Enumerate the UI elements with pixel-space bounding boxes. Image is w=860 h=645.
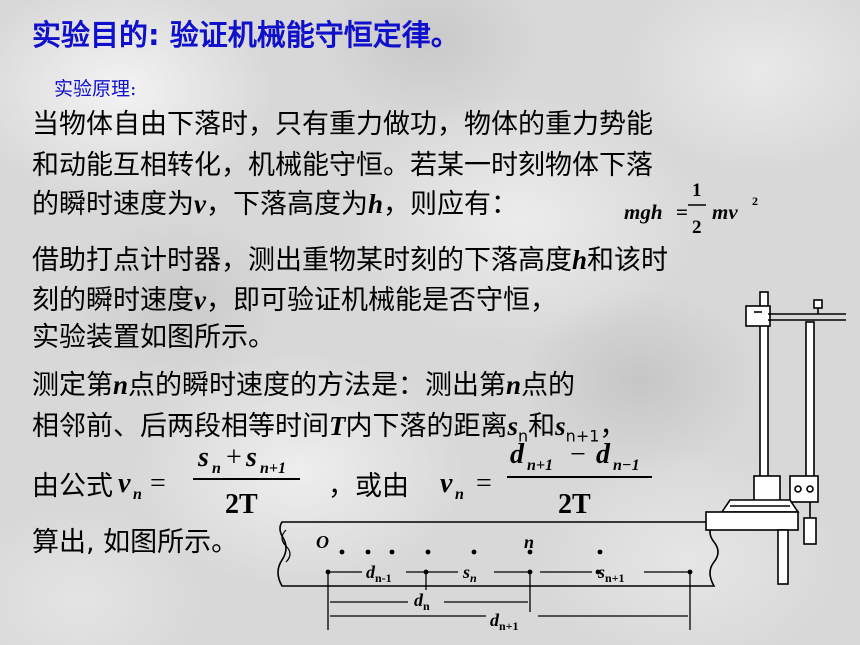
text-line-6: 实验装置如图所示。 xyxy=(32,322,275,353)
principle-label: 实验原理: xyxy=(54,78,137,100)
svg-text:mgh: mgh xyxy=(624,200,663,224)
svg-text:2T: 2T xyxy=(225,489,258,520)
label-d-n: dn xyxy=(414,590,430,613)
svg-text:v: v xyxy=(118,468,131,499)
svg-text:=: = xyxy=(676,200,688,224)
text-line-3: 的瞬时速度为v，下落高度为h，则应有： xyxy=(32,189,519,220)
svg-text:mv: mv xyxy=(712,200,738,224)
paper-tape xyxy=(277,521,719,587)
svg-text:v: v xyxy=(440,468,453,499)
text-line-9a: 由公式 xyxy=(32,471,113,502)
svg-text:n: n xyxy=(133,486,142,503)
svg-text:2: 2 xyxy=(692,217,702,238)
tape-label-O: O xyxy=(316,532,329,552)
text-line-1: 当物体自由下落时，只有重力做功，物体的重力势能 xyxy=(32,109,653,140)
svg-text:2: 2 xyxy=(752,194,758,208)
svg-text:d: d xyxy=(596,439,611,470)
energy-formula: mgh = 1 2 mv 2 xyxy=(624,180,758,238)
label-s-n+1: sn+1 xyxy=(597,562,625,585)
label-d-n-1: dn-1 xyxy=(366,562,392,585)
text-line-2: 和动能互相转化，机械能守恒。若某一时刻物体下落 xyxy=(32,150,653,181)
tape-label-n: n xyxy=(524,532,534,552)
svg-text:n+1: n+1 xyxy=(527,457,553,474)
label-d-n+1: dn+1 xyxy=(490,610,519,633)
text-line-8: 相邻前、后两段相等时间T内下落的距离sn和sn+1， xyxy=(32,411,627,446)
tape-dots xyxy=(325,549,693,575)
svg-text:n+1: n+1 xyxy=(260,460,286,477)
tape-dimension-lines xyxy=(327,571,691,630)
text-line-7: 测定第n点的瞬时速度的方法是：测出第n点的 xyxy=(32,370,576,401)
text-line-10: 算出, 如图所示。 xyxy=(32,527,239,558)
svg-text:n−1: n−1 xyxy=(613,457,640,474)
svg-text:+: + xyxy=(226,442,242,473)
svg-text:n: n xyxy=(455,486,464,503)
slide-title: 实验目的: 验证机械能守恒定律。 xyxy=(32,18,460,52)
svg-text:=: = xyxy=(476,468,492,499)
label-s-n: sn xyxy=(462,562,477,585)
velocity-formula-s: v n = s n + s n+1 2T xyxy=(118,442,300,520)
svg-text:1: 1 xyxy=(692,180,702,201)
svg-text:n: n xyxy=(212,460,221,477)
svg-text:=: = xyxy=(150,468,166,499)
svg-text:d: d xyxy=(510,439,525,470)
svg-text:−: − xyxy=(570,439,586,470)
text-line-9b: ，或由 xyxy=(328,471,409,502)
apparatus-drawing xyxy=(705,291,846,585)
velocity-formula-d: v n = d n+1 − d n−1 2T xyxy=(440,439,652,520)
text-line-5: 刻的瞬时速度v，即可验证机械能是否守恒， xyxy=(32,285,557,316)
svg-text:s: s xyxy=(245,442,257,473)
text-line-4: 借助打点计时器，测出重物某时刻的下落高度h和该时 xyxy=(32,245,669,276)
svg-text:2T: 2T xyxy=(558,489,591,520)
svg-text:s: s xyxy=(197,442,209,473)
